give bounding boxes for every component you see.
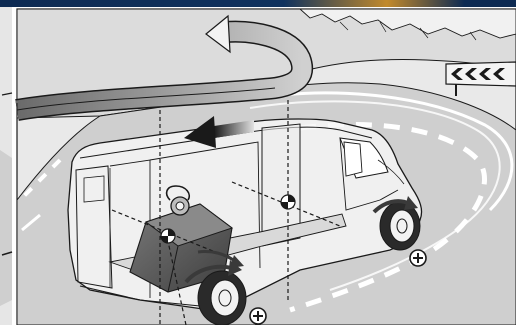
center-of-gravity-icon: [280, 194, 296, 210]
road-edge-outer: [244, 91, 514, 212]
load-force-arrow: [197, 250, 244, 268]
top-band: [0, 0, 516, 7]
rotation-arrow-icon: [15, 14, 314, 132]
road-center-dashes: [289, 122, 487, 313]
rear-wheel: [197, 270, 247, 325]
plus-icon: [249, 307, 267, 325]
shift-arrow-icon: [184, 116, 254, 148]
plus-icon: [409, 249, 427, 267]
center-of-gravity-icon: [160, 228, 176, 244]
van-side-window: [343, 141, 363, 177]
van-rear-door: [75, 165, 113, 289]
road-lane-dashes: [18, 158, 62, 202]
wheel-force-arrow: [372, 196, 418, 214]
front-wheel: [379, 201, 421, 251]
left-strip-road: [0, 150, 12, 306]
chevron-sign-icon: [445, 61, 516, 96]
van-sliding-door: [261, 123, 301, 247]
rock-outcrop: [298, 8, 516, 39]
